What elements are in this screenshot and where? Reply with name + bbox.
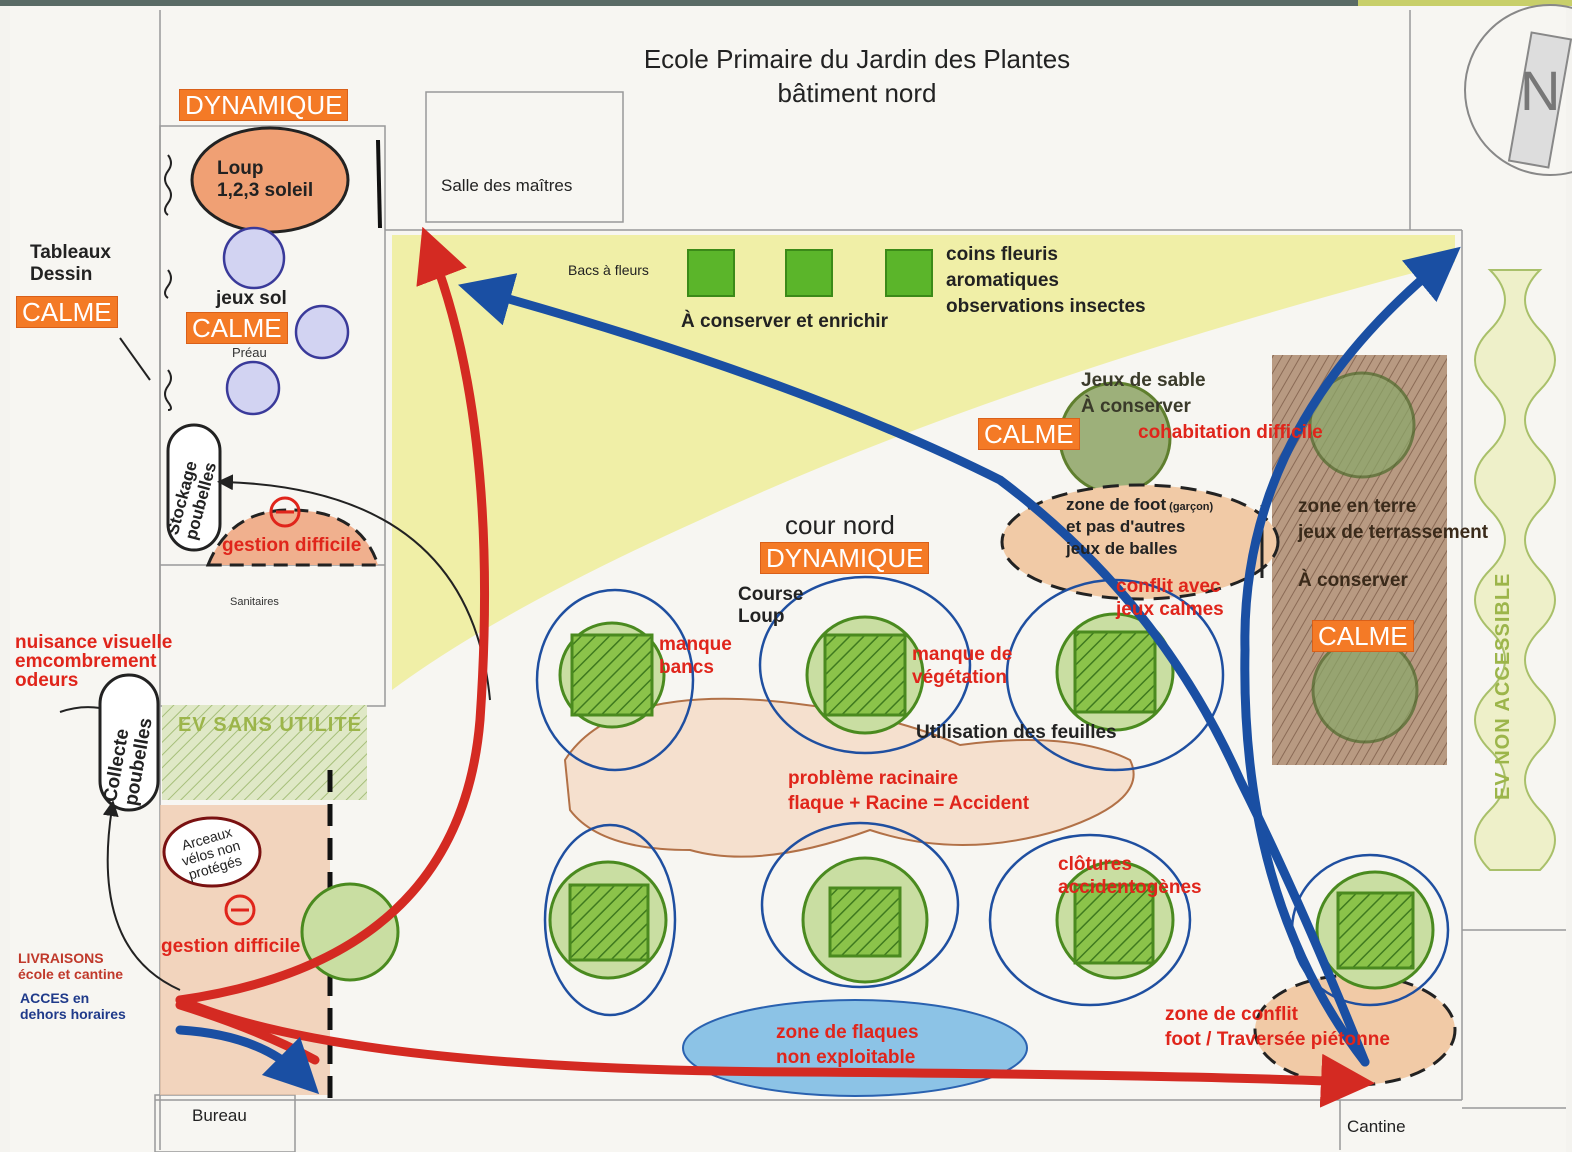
sanitaires-problem-zone: [205, 508, 381, 567]
collecte-arrow: [102, 800, 181, 991]
badge-dynamique-cour: DYNAMIQUE: [760, 542, 930, 574]
top-bar: [0, 0, 1572, 6]
acces-label: ACCES en dehors horaires: [20, 990, 126, 1022]
gestion-difficile-bottom: gestion difficile: [161, 936, 301, 957]
root-problem-zone: [563, 697, 1135, 858]
tableaux-label: Tableaux Dessin: [30, 242, 111, 285]
compass-icon: [1464, 4, 1572, 176]
compass-letter: N: [1520, 59, 1561, 122]
collecte-zone: [98, 673, 160, 812]
cour-nord-label: cour nord: [785, 510, 895, 540]
top-bar-accent: [1358, 0, 1572, 6]
tree-7: [1336, 891, 1415, 970]
ev-non-accessible-area: [1474, 269, 1556, 871]
tree-5: [828, 886, 902, 958]
a-conserver-terre-label: À conserver: [1298, 570, 1408, 591]
badge-calme-sable: CALME: [978, 418, 1080, 450]
foot-zone: [1000, 483, 1280, 601]
gestion-difficile-top: gestion difficile: [222, 535, 362, 556]
blue-flow-diagonal: [457, 273, 1370, 1067]
blue-flow-east: [1240, 246, 1461, 1067]
bureau-label: Bureau: [192, 1106, 247, 1125]
minus-icon-bottom: [224, 894, 256, 926]
zone-foot-rest-label: et pas d'autres jeux de balles: [1066, 517, 1186, 558]
tree-6: [1073, 883, 1155, 965]
bacs-fleurs-label: Bacs à fleurs: [568, 262, 649, 278]
loup-label: Loup 1,2,3 soleil: [217, 158, 314, 201]
zone-foot-small: (garçon): [1166, 501, 1214, 513]
zone-terre-label: zone en terre jeux de terrassement: [1298, 496, 1489, 543]
sanitaires-label: Sanitaires: [230, 596, 279, 608]
badge-dynamique-top: DYNAMIQUE: [179, 89, 349, 121]
tree-2: [823, 633, 907, 717]
zone-conflit-label: zone de conflit foot / Traversée piétonn…: [1165, 1004, 1390, 1050]
page-title: Ecole Primaire du Jardin des Plantes: [643, 44, 1071, 74]
cantine-label: Cantine: [1347, 1117, 1406, 1136]
preau-label: Préau: [232, 345, 267, 360]
cohabitation-label: cohabitation difficile: [1138, 422, 1323, 443]
flower-bed-3: [885, 249, 933, 297]
red-flow-north: [175, 226, 490, 1005]
zone-flaques-label: zone de flaques non exploitable: [776, 1022, 919, 1068]
manque-vegetation-label: manque de végétation: [912, 644, 1013, 688]
course-loup-label: Course Loup: [738, 584, 804, 627]
page-subtitle: bâtiment nord: [777, 78, 937, 108]
tree-1: [570, 633, 654, 717]
zone-foot-label: zone de foot (garçon): [1066, 494, 1213, 518]
a-conserver-enrichir-label: À conserver et enrichir: [681, 311, 888, 332]
badge-calme-terre: CALME: [1312, 620, 1414, 652]
salle-maitres-building: [425, 91, 624, 223]
livraisons-label: LIVRAISONS école et cantine: [18, 950, 124, 982]
blue-flow-bureau: [175, 1025, 320, 1095]
flower-bed-2: [785, 249, 833, 297]
tree-3: [1073, 630, 1157, 714]
flower-bed-1: [687, 249, 735, 297]
utilisation-feuilles-label: Utilisation des feuilles: [916, 722, 1117, 743]
probleme-racinaire-label: problème racinaire flaque + Racine = Acc…: [788, 768, 1030, 814]
minus-icon-top: [269, 496, 301, 528]
ev-sans-utilite-label: EV SANS UTILITÉ: [178, 714, 362, 736]
clotures-label: clôtures accidentogènes: [1058, 854, 1202, 898]
jeux-sol-label: jeux sol: [216, 288, 287, 309]
manque-bancs-label: manque bancs: [659, 634, 732, 678]
ev-sans-utilite-area: [162, 705, 367, 800]
salle-maitres-label: Salle des maîtres: [441, 176, 573, 195]
zone-foot-main: zone de foot: [1066, 495, 1167, 514]
tree-4: [568, 883, 650, 962]
jeux-sable-label: Jeux de sable À conserver: [1081, 370, 1206, 417]
badge-calme-left: CALME: [16, 296, 118, 328]
ev-non-accessible-label: EV NON ACCESSIBLE: [1492, 572, 1514, 800]
badge-calme-preau: CALME: [186, 312, 288, 344]
red-flow-cantine: [175, 995, 1375, 1108]
arceaux-zone: [162, 816, 262, 888]
conflit-calmes-label: conflit avec jeux calmes: [1116, 576, 1224, 620]
nuisance-label: nuisance visuelle emcombrement odeurs: [15, 632, 173, 691]
coins-fleuris-label: coins fleuris aromatiques observations i…: [946, 244, 1146, 317]
